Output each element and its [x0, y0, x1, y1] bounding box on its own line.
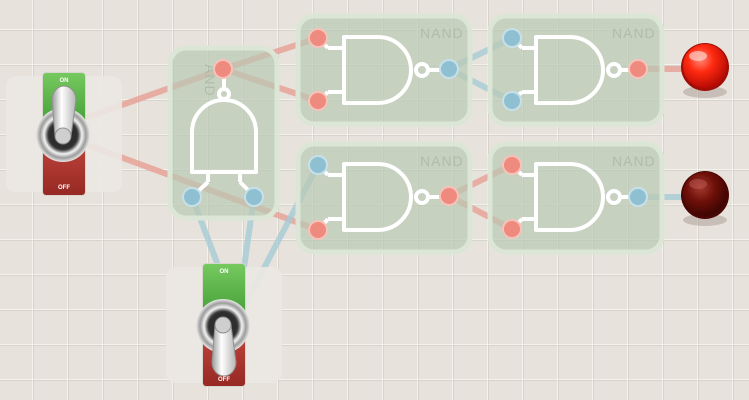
toggle-switch-b[interactable]: ON OFF	[166, 263, 282, 387]
input-pin[interactable]	[502, 91, 522, 111]
input-pin[interactable]	[308, 155, 328, 175]
input-pin[interactable]	[308, 28, 328, 48]
output-led-2	[681, 171, 729, 226]
input-pin[interactable]	[308, 220, 328, 240]
switch-on-label: ON	[220, 269, 229, 275]
gate-label: NAND	[420, 153, 464, 169]
input-pin[interactable]	[502, 219, 522, 239]
nand-gate[interactable]: NAND	[487, 141, 665, 255]
input-pin[interactable]	[244, 187, 264, 207]
nand-gate[interactable]: NAND	[487, 13, 665, 127]
switch-on-label: ON	[60, 78, 69, 84]
input-pin[interactable]	[182, 187, 202, 207]
nand-gate[interactable]: NAND	[295, 13, 473, 127]
gate-label: NAND	[612, 153, 656, 169]
toggle-switch-a[interactable]: ON OFF	[6, 72, 122, 196]
switch-off-label: OFF	[218, 377, 230, 383]
output-led-1	[681, 43, 729, 98]
toggle-lever[interactable]	[211, 324, 237, 377]
gate-label: NAND	[420, 25, 464, 41]
gate-label: NAND	[612, 25, 656, 41]
switch-off-label: OFF	[58, 185, 70, 191]
output-pin[interactable]	[628, 187, 648, 207]
output-pin[interactable]	[628, 59, 648, 79]
output-pin[interactable]	[213, 59, 233, 79]
input-pin[interactable]	[502, 28, 522, 48]
output-pin[interactable]	[439, 186, 459, 206]
and-gate[interactable]: AND	[167, 45, 280, 221]
input-pin[interactable]	[308, 91, 328, 111]
toggle-lever[interactable]	[51, 85, 77, 137]
output-pin[interactable]	[439, 59, 459, 79]
nand-gate[interactable]: NAND	[295, 141, 473, 255]
input-pin[interactable]	[502, 155, 522, 175]
